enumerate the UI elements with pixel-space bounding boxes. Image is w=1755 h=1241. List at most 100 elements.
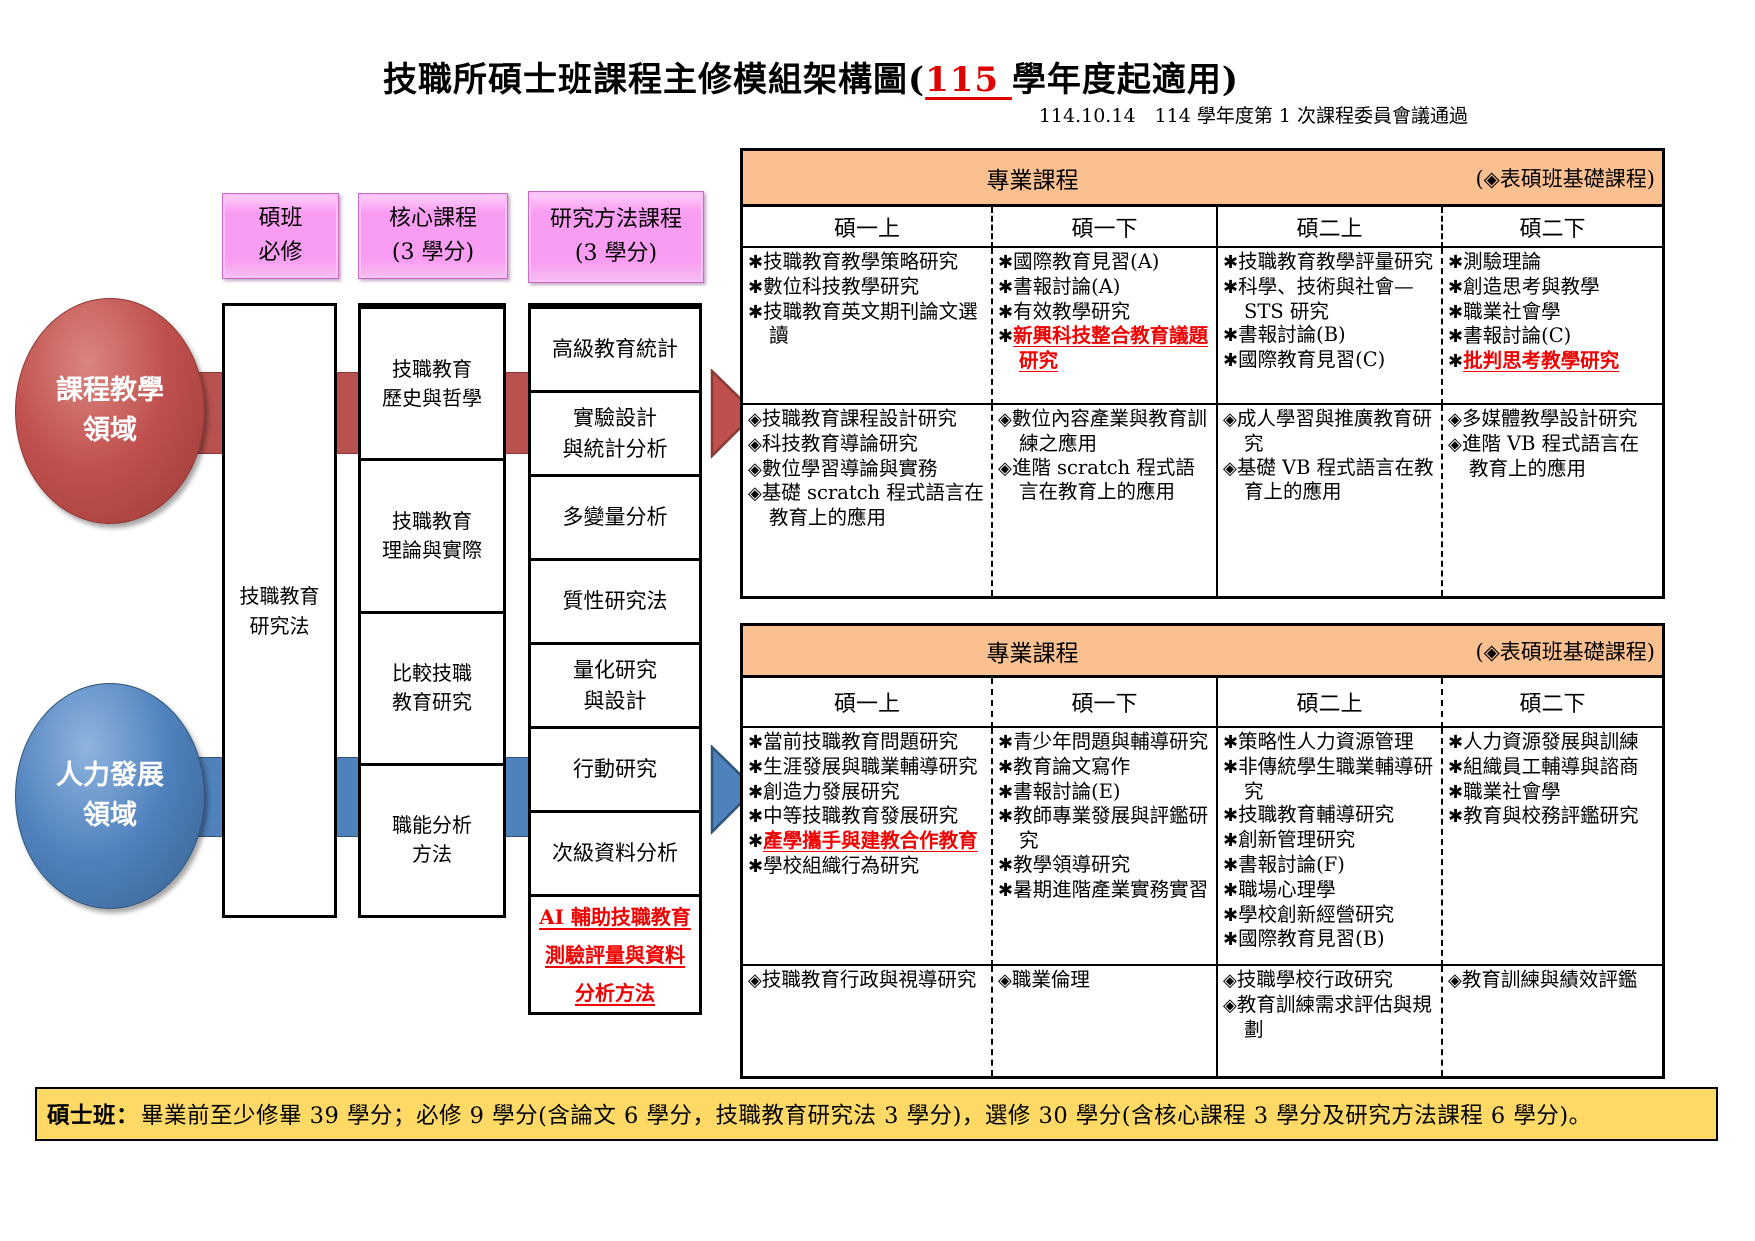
course-item: ◈數位學習導論與實務 [748,456,938,480]
column-header: 碩一上 [743,207,993,248]
course-cell: ◈技職教育課程設計研究◈科技教育導論研究◈數位學習導論與實務◈基礎 scratc… [743,405,993,596]
course-item: ✱測驗理論 [1448,250,1542,273]
course-marker: ◈ [748,433,762,455]
course-marker: ✱ [1448,806,1464,828]
course-cell: ✱技職教育教學策略研究✱數位科技教學研究✱技職教育英文期刊論文選讀 [743,248,993,405]
course-marker: ✱ [1223,830,1239,852]
course-cell: ◈技職學校行政研究◈教育訓練需求評估與規劃 [1218,966,1443,1076]
course-marker: ✱ [748,855,764,877]
research-method-label: 高級教育統計 [552,337,678,362]
course-marker: ✱ [1448,252,1464,273]
course-item: ✱創造思考與教學 [1448,274,1600,298]
course-item: ◈科技教育導論研究 [748,431,918,455]
course-marker: ✱ [998,854,1014,876]
course-marker: ✱ [748,301,764,323]
column-header: 碩二上 [1218,678,1443,728]
course-cell: ✱國際教育見習(A)✱書報討論(A)✱有效教學研究✱新興科技整合教育議題研究 [993,248,1218,405]
research-method-box: AI 輔助技職教育 測驗評量與資料 分析方法 [531,894,699,1012]
course-marker: ✱ [998,252,1014,273]
course-marker: ✱ [748,732,764,753]
course-cell: ✱測驗理論✱創造思考與教學✱職業社會學✱書報討論(C)✱批判思考教學研究 [1443,248,1662,405]
course-item: ✱策略性人力資源管理 [1223,730,1414,753]
course-marker: ✱ [998,276,1014,298]
course-marker: ✱ [1223,732,1239,753]
course-marker: ◈ [748,409,762,430]
course-marker: ✱ [1448,326,1464,348]
course-marker: ◈ [998,970,1012,991]
core-course-box: 比較技職 教育研究 [361,610,503,763]
course-item: ✱創造力發展研究 [748,779,900,803]
column-header: 碩二下 [1443,678,1662,728]
research-method-box: 質性研究法 [531,558,699,642]
course-item: ◈教育訓練與績效評鑑 [1448,968,1638,991]
course-marker: ✱ [1223,805,1239,827]
core-course-column: 技職教育 歷史與哲學 技職教育 理論與實際 比較技職 教育研究 職能分析 方法 [358,303,506,918]
course-item: ✱學校組織行為研究 [748,853,920,877]
course-marker: ✱ [998,781,1014,803]
table-legend: (◈表碩班基礎課程) [1475,166,1655,191]
research-method-label: 次級資料分析 [552,841,678,866]
course-table-bottom: 專業課程 (◈表碩班基礎課程) 碩一上 碩一下 碩二上 碩二下 ✱當前技職教育問… [740,623,1665,1079]
course-marker: ◈ [1223,970,1237,991]
course-marker: ✱ [1223,904,1239,926]
research-method-label: AI 輔助技職教育 測驗評量與資料 分析方法 [539,904,691,1005]
course-item: ◈技職教育行政與視導研究 [748,968,977,991]
column-header: 碩二下 [1443,207,1662,248]
required-course-box: 技職教育 研究法 [222,303,337,918]
research-method-box: 行動研究 [531,726,699,810]
course-marker: ◈ [1448,409,1462,430]
course-marker: ✱ [1223,929,1239,951]
course-item: ✱書報討論(F) [1223,852,1345,876]
course-marker: ✱ [748,756,764,778]
research-method-label: 多變量分析 [562,505,668,530]
course-item: ✱中等技職教育發展研究 [748,804,959,828]
course-table-top: 專業課程 (◈表碩班基礎課程) 碩一上 碩一下 碩二上 碩二下 ✱技職教育教學策… [740,148,1665,599]
course-item: ✱教育論文寫作 [998,754,1131,778]
core-course-label: 技職教育 歷史與哲學 [382,356,482,410]
course-marker: ◈ [748,483,762,505]
course-marker: ✱ [748,781,764,803]
course-cell: ◈成人學習與推廣教育研究◈基礎 VB 程式語言在教育上的應用 [1218,405,1443,596]
course-marker: ✱ [1223,854,1239,876]
course-marker: ◈ [1448,433,1462,455]
course-item: ◈教育訓練需求評估與規劃 [1223,992,1432,1041]
research-method-box: 量化研究 與設計 [531,642,699,726]
domain-label: 人力發展 領域 [56,759,164,832]
course-marker: ✱ [1448,276,1464,298]
research-method-label: 質性研究法 [562,589,668,614]
course-item: ✱學校創新經營研究 [1223,902,1395,926]
course-item: ✱國際教育見習(C) [1223,348,1386,372]
course-item: ✱當前技職教育問題研究 [748,730,959,753]
course-item: ✱教育與校務評鑑研究 [1448,804,1639,828]
core-course-box: 職能分析 方法 [361,762,503,915]
course-item: ✱技職教育教學策略研究 [748,250,959,273]
course-item: ✱職業社會學 [1448,779,1561,803]
course-item: ✱批判思考教學研究 [1448,349,1620,373]
course-item: ✱科學、技術與社會—STS 研究 [1223,274,1414,323]
research-method-label: 量化研究 與設計 [573,658,657,713]
course-item: ◈進階 VB 程式語言在教育上的應用 [1448,431,1640,480]
course-item: ◈技職學校行政研究 [1223,968,1393,991]
course-cell: ✱技職教育教學評量研究✱科學、技術與社會—STS 研究✱書報討論(B)✱國際教育… [1218,248,1443,405]
course-marker: ◈ [998,409,1012,430]
course-marker: ✱ [998,879,1014,901]
course-marker: ✱ [998,301,1014,323]
course-marker: ✱ [1223,756,1239,778]
course-item: ✱國際教育見習(A) [998,250,1160,273]
table-legend: (◈表碩班基礎課程) [1475,639,1655,664]
course-marker: ◈ [748,458,762,480]
course-item: ✱職業社會學 [1448,299,1561,323]
domain-ellipse-hr-development: 人力發展 領域 [15,683,205,909]
research-method-box: 高級教育統計 [531,306,699,390]
research-method-box: 多變量分析 [531,474,699,558]
course-marker: ◈ [748,970,762,991]
course-item: ✱書報討論(B) [1223,323,1346,347]
course-cell: ✱青少年問題與輔導研究✱教育論文寫作✱書報討論(E)✱教師專業發展與評鑑研究✱教… [993,728,1218,966]
course-marker: ✱ [998,732,1014,753]
course-marker: ✱ [1223,325,1239,347]
course-item: ✱職場心理學 [1223,877,1336,901]
course-marker: ✱ [998,806,1014,828]
course-item: ◈成人學習與推廣教育研究 [1223,407,1432,455]
course-marker: ✱ [1448,781,1464,803]
